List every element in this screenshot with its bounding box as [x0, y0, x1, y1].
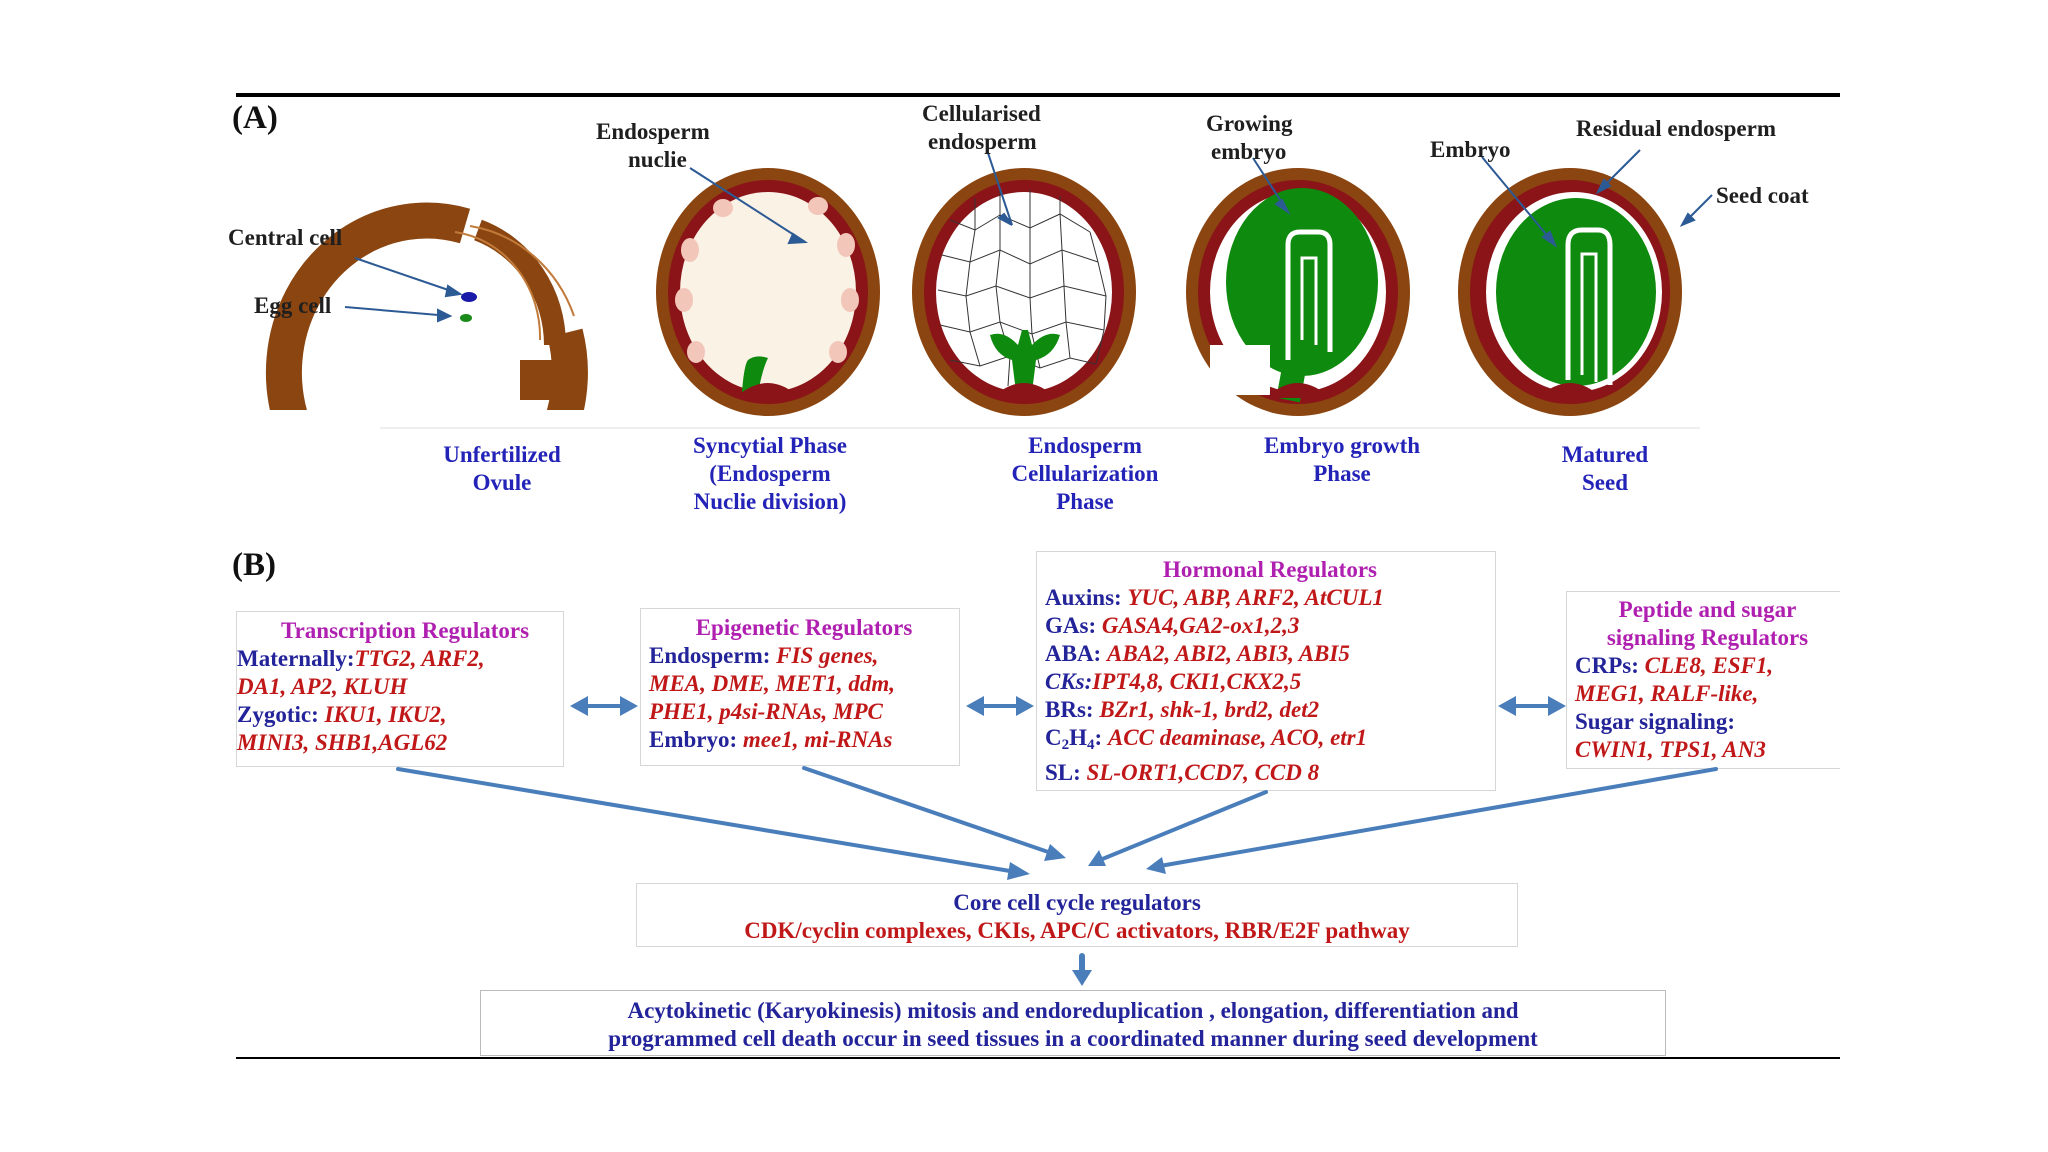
stage-embryo-growth: Embryo growth Phase [1263, 433, 1421, 486]
label-egg-cell: Egg cell [254, 293, 332, 318]
down-arrow [1072, 953, 1092, 986]
seed-matured [1458, 168, 1682, 416]
panel-a-label: (A) [232, 100, 278, 136]
label-growing-1: Growing [1206, 111, 1293, 136]
core-cell-cycle-box: Core cell cycle regulators CDK/cyclin co… [636, 883, 1518, 947]
stage-matured-seed: Matured Seed [1561, 442, 1649, 495]
stage-unfertilized-ovule: Unfertilized Ovule [443, 442, 561, 495]
stage-syncytial-phase: Syncytial Phase (Endosperm Nuclie divisi… [693, 433, 847, 514]
seed-cellularization [912, 168, 1136, 416]
peptide-title-1: Peptide and sugar [1618, 597, 1797, 622]
hormonal-title: Hormonal Regulators [1162, 557, 1377, 582]
ovule-drawing [265, 202, 588, 410]
peptide-title-2: signaling Regulators [1606, 625, 1809, 650]
stage-endosperm-cellularization: Endosperm Cellularization Phase [1011, 433, 1159, 514]
double-arrow-1 [570, 696, 638, 716]
top-rule [236, 93, 1840, 97]
egg-cell-dot [460, 314, 472, 322]
seed-illustrations [265, 149, 1713, 429]
peptide-sugar-regulators-box: Peptide and sugar signaling Regulators C… [1566, 591, 1840, 769]
label-seed-coat: Seed coat [1716, 183, 1809, 208]
label-cellularised-2: endosperm [928, 129, 1037, 154]
converge-arrow-hormonal [1088, 790, 1268, 866]
panel-b-label: (B) [232, 547, 276, 583]
label-cellularised-1: Cellularised [922, 101, 1041, 126]
core-title: Core cell cycle regulators [953, 890, 1201, 915]
label-growing-2: embryo [1211, 139, 1287, 164]
transcription-title: Transcription Regulators [280, 618, 530, 643]
label-embryo: Embryo [1430, 137, 1511, 162]
epigenetic-regulators-box: Epigenetic Regulators Endosperm: FIS gen… [640, 608, 960, 766]
double-arrow-3 [1498, 696, 1566, 716]
seed-syncytial [656, 168, 880, 416]
seed-embryo-growth [1186, 168, 1410, 416]
central-cell-dot [461, 292, 477, 302]
converge-arrow-transcription [396, 767, 1030, 880]
label-residual-endosperm: Residual endosperm [1576, 116, 1776, 141]
result-box: Acytokinetic (Karyokinesis) mitosis and … [480, 990, 1666, 1056]
label-central-cell: Central cell [228, 225, 343, 250]
converge-arrow-epigenetic [802, 766, 1066, 861]
core-subtitle: CDK/cyclin complexes, CKIs, APC/C activa… [744, 918, 1410, 943]
hormonal-regulators-box: Hormonal Regulators Auxins: YUC, ABP, AR… [1036, 551, 1496, 791]
result-line-1: Acytokinetic (Karyokinesis) mitosis and … [627, 998, 1519, 1023]
bottom-rule [236, 1057, 1840, 1059]
result-line-2: programmed cell death occur in seed tiss… [608, 1026, 1538, 1051]
label-endosperm-nuclie-1: Endosperm [596, 119, 710, 144]
epigenetic-title: Epigenetic Regulators [695, 615, 913, 640]
converge-arrow-peptide [1146, 767, 1718, 874]
transcription-regulators-box: Transcription Regulators Maternally:TTG2… [236, 611, 564, 767]
double-arrow-2 [966, 696, 1034, 716]
label-endosperm-nuclie-2: nuclie [628, 147, 687, 172]
